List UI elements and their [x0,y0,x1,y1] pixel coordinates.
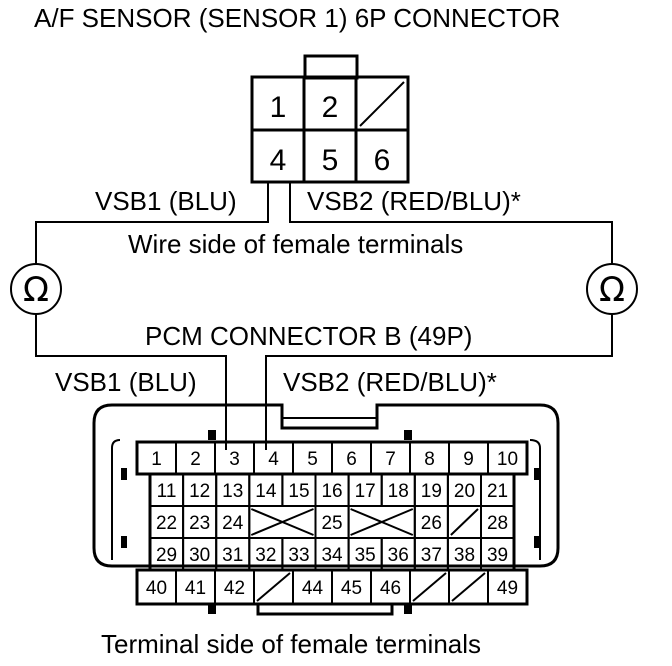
pin-6p-5: 5 [322,144,339,177]
terminal-side-caption: Terminal side of female terminals [101,629,481,659]
vsb1-probe-wire-top [35,182,269,264]
bottom-lock-tab [256,604,394,616]
vsb1-bottom-label: VSB1 (BLU) [55,367,197,397]
pin-6p-2: 2 [322,91,339,124]
pin-49p-28: 28 [487,513,508,534]
pin-49p-32: 32 [255,545,276,566]
pin-49p-11: 11 [157,481,177,502]
pin-49p-49: 49 [497,578,518,599]
af-sensor-title: A/F SENSOR (SENSOR 1) 6P CONNECTOR [34,3,560,33]
pin-49p-8: 8 [424,449,435,470]
pin-49p-9: 9 [463,449,474,470]
shell-inner-left [111,439,121,560]
key-mark [404,430,412,440]
pin-49p-1: 1 [151,449,162,470]
pin-49p-17: 17 [355,481,376,502]
vsb2-top-label: VSB2 (RED/BLU)* [307,186,521,216]
pin-49p-26: 26 [421,513,442,534]
pin-49p-4: 4 [268,449,279,470]
pin-49p-21: 21 [487,481,508,502]
key-mark [208,430,216,440]
pin-49p-12: 12 [189,481,210,502]
empty-cavity [450,508,479,536]
top-lock-recess [281,405,378,419]
terminal-cell [487,569,528,605]
pin-49p-14: 14 [255,481,277,502]
connector-lock-tab [303,54,359,80]
pin-49p-41: 41 [185,578,206,599]
vsb2-probe-wire-top [289,182,613,264]
af-sensor-6p-connector: 1 2 4 5 6 [250,54,410,184]
pin-49p-5: 5 [307,449,318,470]
pin-49p-46: 46 [380,578,401,599]
key-mark [404,604,412,614]
pin-49p-16: 16 [321,481,342,502]
pin-49p-40: 40 [146,578,167,599]
pin-49p-13: 13 [222,481,243,502]
blocked-cavity [250,508,314,536]
pin-49p-45: 45 [341,578,362,599]
vsb1-top-label: VSB1 (BLU) [95,186,237,216]
latch-mark [121,536,127,548]
wire-side-caption: Wire side of female terminals [128,229,463,259]
pin-49p-25: 25 [321,513,342,534]
pin-49p-37: 37 [421,545,442,566]
pcm-connector-outer-shell [92,403,560,568]
pin-6p-4: 4 [270,144,287,177]
empty-cavity-3 [359,81,405,127]
pin-49p-15: 15 [288,481,309,502]
pin-49p-30: 30 [189,545,210,566]
pcm-connector-title: PCM CONNECTOR B (49P) [145,321,472,351]
pin-49p-6: 6 [346,449,357,470]
pin-49p-36: 36 [388,545,409,566]
pin-49p-7: 7 [385,449,396,470]
pin-49p-34: 34 [321,545,343,566]
vsb2-probe-wire-bottom [265,314,613,450]
latch-mark [121,468,127,480]
pin-49p-42: 42 [224,578,245,599]
pin-49p-35: 35 [355,545,376,566]
ohmmeter-right: Ω [586,263,638,315]
empty-cavity [451,572,486,602]
pin-49p-18: 18 [388,481,409,502]
vsb2-bottom-label: VSB2 (RED/BLU)* [283,367,497,397]
empty-cavity [256,572,291,602]
latch-mark [534,536,540,548]
shell-inner-right [529,439,541,560]
ohm-icon: Ω [23,270,49,310]
pin-6p-1: 1 [270,91,287,124]
pin-49p-39: 39 [487,545,508,566]
pin-49p-10: 10 [497,449,518,470]
pin-49p-31: 31 [222,545,243,566]
pin-49p-22: 22 [156,513,177,534]
pin-6p-6: 6 [374,144,391,177]
pin-49p-38: 38 [454,545,475,566]
key-mark [208,604,216,614]
pin-49p-24: 24 [222,513,244,534]
pin-49p-19: 19 [421,481,442,502]
latch-mark [534,468,540,480]
pin-49p-20: 20 [454,481,475,502]
pin-49p-44: 44 [302,578,324,599]
pin-49p-2: 2 [190,449,201,470]
pin-49p-3: 3 [229,449,240,470]
pin-49p-23: 23 [189,513,210,534]
pin-49p-33: 33 [288,545,309,566]
pin-49p-29: 29 [156,545,177,566]
ohm-icon: Ω [599,270,625,310]
ohmmeter-left: Ω [10,263,62,315]
vsb1-probe-wire-bottom [35,314,227,450]
empty-cavity [412,572,447,602]
blocked-cavity [350,508,414,536]
